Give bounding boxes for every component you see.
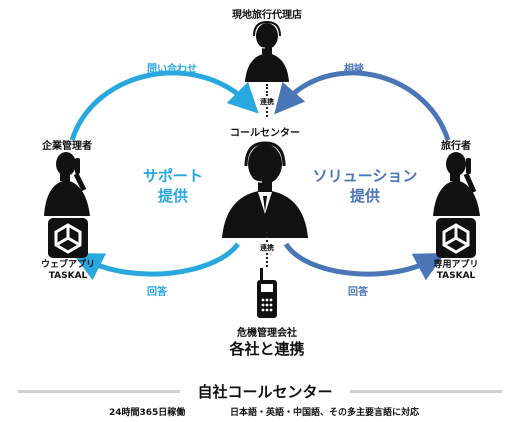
- consult-arrow: [274, 70, 451, 141]
- traveler-phone-icon: [433, 152, 480, 216]
- taskal-logo-icon: [442, 223, 470, 254]
- inquiry-label: 問い合わせ: [147, 64, 197, 75]
- callcenter-label: コールセンター: [230, 128, 300, 139]
- traveler-label: 旅行者: [441, 141, 471, 152]
- solution-line2: 提供: [349, 187, 380, 205]
- web-app-line1: ウェブアプリ: [40, 260, 96, 270]
- crisis-link-label: 連携: [260, 244, 274, 252]
- agency-link-dots-lower: [266, 107, 268, 117]
- manager-label: 企業管理者: [42, 141, 92, 152]
- support-text: サポート 提供: [125, 166, 221, 206]
- footer-title: 自社コールセンター: [197, 383, 333, 401]
- partner-heading: 各社と連携: [229, 340, 305, 358]
- dedicated-app-line2: TASKAL: [436, 271, 476, 281]
- solution-line1: ソリューション: [312, 167, 418, 185]
- taskal-dedicated-app-icon: [436, 218, 476, 258]
- agency-link-dots: [266, 84, 268, 96]
- manager-phone-icon: [44, 152, 90, 216]
- answer-left-label: 回答: [147, 287, 167, 298]
- footer-note-left: 24時間365日稼働: [109, 408, 186, 418]
- support-line1: サポート: [142, 167, 203, 185]
- taskal-logo-icon: [54, 223, 82, 254]
- support-line2: 提供: [157, 187, 188, 205]
- inquiry-arrow: [69, 70, 259, 141]
- dedicated-app-label: 専用アプリ TASKAL: [433, 260, 478, 282]
- answer-left-arrow: [72, 242, 241, 281]
- radio-transceiver-icon: [257, 268, 277, 318]
- answer-right-arrow: [283, 242, 446, 281]
- consult-label: 相談: [344, 64, 364, 75]
- callcenter-operator-icon: [222, 141, 308, 238]
- footer-rule-right: [350, 390, 502, 393]
- agency-link-label: 連携: [260, 98, 274, 106]
- crisis-label: 危機管理会社: [237, 328, 297, 339]
- footer-note-right: 日本語・英語・中国語、その多主要言語に対応: [230, 408, 420, 418]
- taskal-web-app-icon: [48, 218, 88, 258]
- dedicated-app-line1: 専用アプリ: [433, 260, 479, 270]
- crisis-link-dots: [266, 232, 268, 242]
- crisis-link-dots-lower: [266, 253, 268, 267]
- footer-rule-left: [18, 390, 180, 393]
- headset-operator-icon: [245, 20, 289, 82]
- agency-label: 現地旅行代理店: [232, 10, 302, 21]
- web-app-label: ウェブアプリ TASKAL: [41, 260, 95, 282]
- solution-text: ソリューション 提供: [305, 166, 425, 206]
- answer-right-label: 回答: [348, 287, 368, 298]
- web-app-line2: TASKAL: [48, 271, 88, 281]
